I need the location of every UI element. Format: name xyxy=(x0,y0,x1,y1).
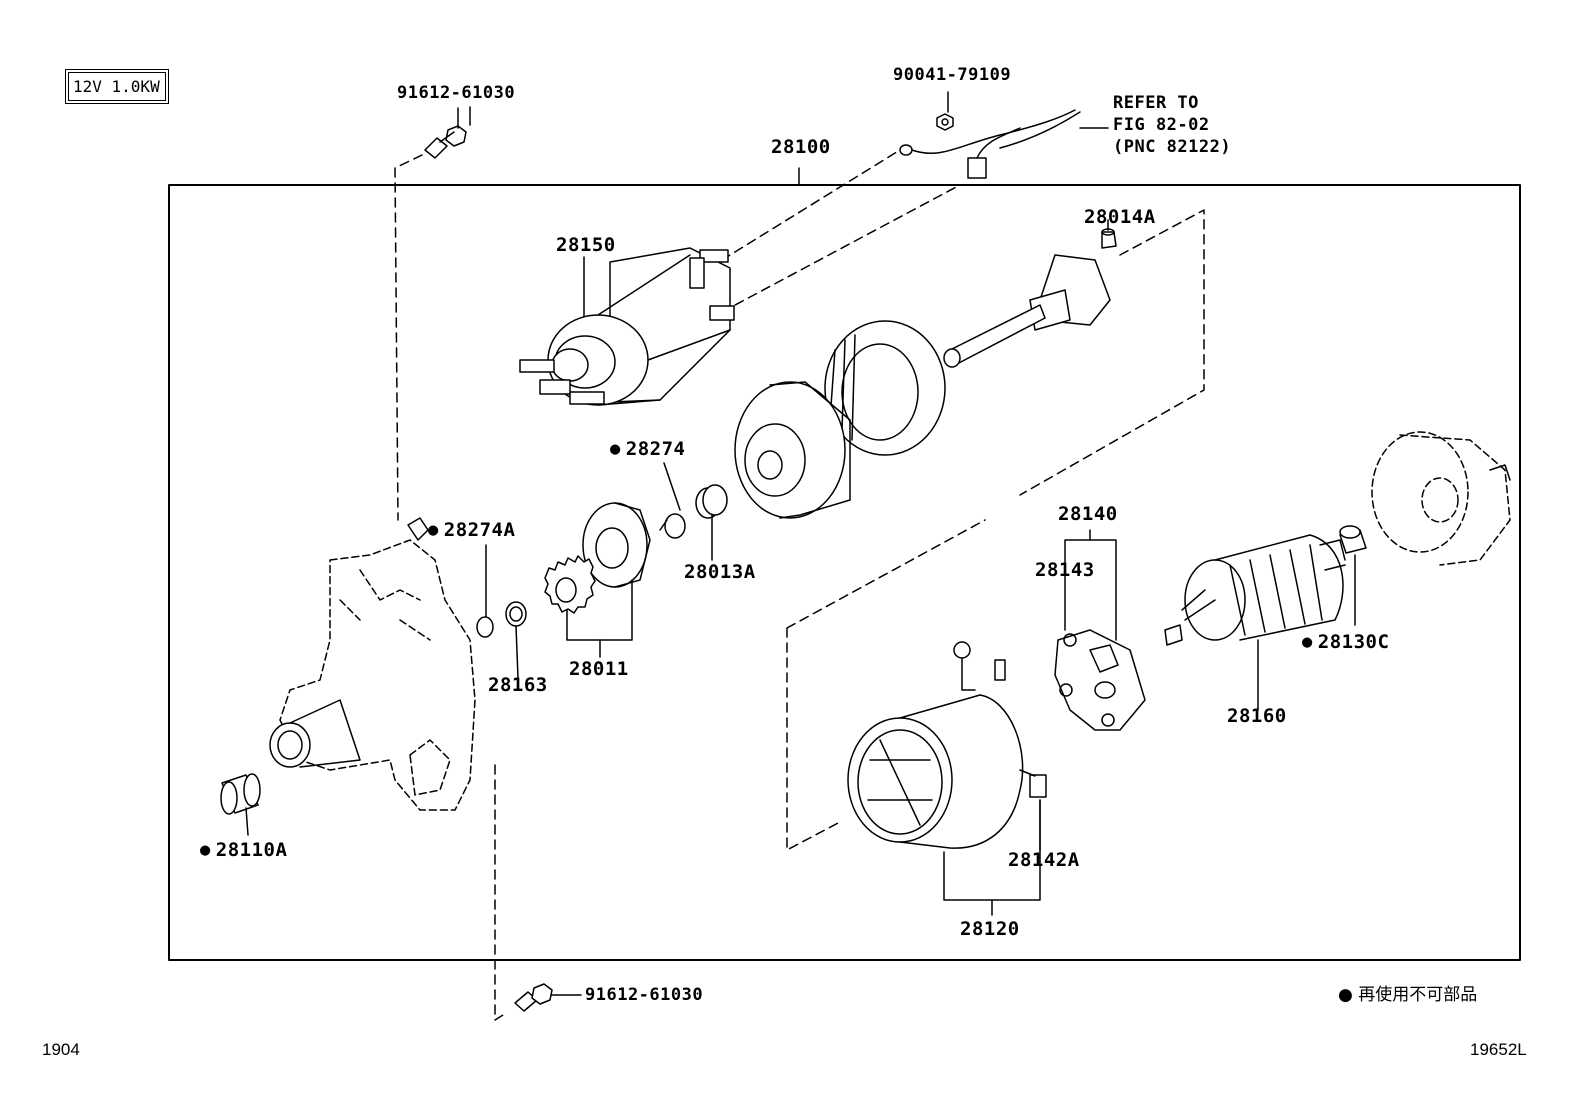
label-armature-28160[interactable]: 28160 xyxy=(1227,705,1287,727)
label-assy[interactable]: 28100 xyxy=(771,136,831,158)
bolt-top-icon xyxy=(424,107,467,159)
drive-housing-icon xyxy=(279,539,476,811)
label-ring-28163[interactable]: 28163 xyxy=(488,674,548,696)
refer-note-line-1: REFER TO xyxy=(1113,93,1199,113)
holder-bracket xyxy=(1064,539,1117,641)
housing-detail xyxy=(407,517,429,541)
shaft-dash xyxy=(1019,209,1205,496)
housing-bolt-dash xyxy=(494,764,504,1021)
end-frame-icon xyxy=(1371,431,1511,566)
label-brush-28143[interactable]: 28143 xyxy=(1035,559,1095,581)
label-ring-28274A[interactable]: 28274A xyxy=(428,521,515,540)
bush-28110A-icon xyxy=(220,773,261,815)
planetary-shaft-icon xyxy=(943,254,1111,368)
label-bolt-top[interactable]: 91612-61030 xyxy=(397,83,516,103)
label-clutch-28011[interactable]: 28011 xyxy=(569,658,629,680)
footer-left: 1904 xyxy=(42,1040,80,1059)
pinion-gear-icon xyxy=(544,555,596,614)
legend-dot-icon: ● xyxy=(1338,985,1353,1005)
ring-28274A-icon xyxy=(476,616,494,638)
drive-housing-nose-icon xyxy=(269,699,361,768)
clutch-icon xyxy=(582,502,651,588)
legend-text: 再使用不可部品 xyxy=(1358,985,1478,1005)
nut-icon xyxy=(936,113,954,131)
label-bush-28130C[interactable]: 28130C xyxy=(1302,633,1389,652)
ring-28163-leader xyxy=(515,625,519,679)
label-yoke-28120[interactable]: 28120 xyxy=(960,918,1020,940)
solenoid-icon xyxy=(519,247,735,406)
end-frame-tab xyxy=(1489,464,1511,481)
ring-28274-leader xyxy=(663,462,681,511)
label-bush-28013A[interactable]: 28013A xyxy=(684,561,756,583)
label-bolt-bottom[interactable]: 91612-61030 xyxy=(585,985,704,1005)
lead-wire-icon xyxy=(899,109,1081,179)
label-nut-top[interactable]: 90041-79109 xyxy=(893,65,1012,85)
footer-right: 19652L xyxy=(1470,1040,1527,1059)
bush-28130C-icon xyxy=(1339,525,1367,554)
solenoid-dash-lower xyxy=(721,184,961,313)
bush-28110A-leader xyxy=(245,807,249,836)
snap-ring-28274-icon xyxy=(659,513,686,539)
solenoid-dash-upper xyxy=(721,149,901,261)
cap-28014A-icon xyxy=(1101,228,1117,249)
yoke-icon xyxy=(847,641,1047,849)
label-brush-28142A[interactable]: 28142A xyxy=(1008,849,1080,871)
bolt-bottom-icon xyxy=(514,983,553,1012)
legend: ● 再使用不可部品 xyxy=(1338,980,1477,1005)
label-bush-28110A[interactable]: 28110A xyxy=(200,841,287,860)
refer-note-line-2: FIG 82-02 xyxy=(1113,115,1210,135)
spec-box: 12V 1.0KW xyxy=(65,69,169,104)
label-ring-28274[interactable]: 28274 xyxy=(610,440,685,459)
internal-gear-icon xyxy=(824,320,946,456)
label-cap-28014A[interactable]: 28014A xyxy=(1084,206,1156,228)
bush-28013A-icon xyxy=(695,484,728,519)
label-holder-28140[interactable]: 28140 xyxy=(1058,503,1118,525)
yoke-dash xyxy=(786,519,986,851)
armature-icon xyxy=(1164,534,1346,646)
refer-note-line-3: (PNC 82122) xyxy=(1113,137,1232,157)
brush-holder-icon xyxy=(1054,629,1146,731)
bolt-top-dash xyxy=(394,154,423,521)
bearing-plate-icon xyxy=(734,381,851,519)
label-solenoid[interactable]: 28150 xyxy=(556,234,616,256)
ring-28163-icon xyxy=(505,601,527,627)
